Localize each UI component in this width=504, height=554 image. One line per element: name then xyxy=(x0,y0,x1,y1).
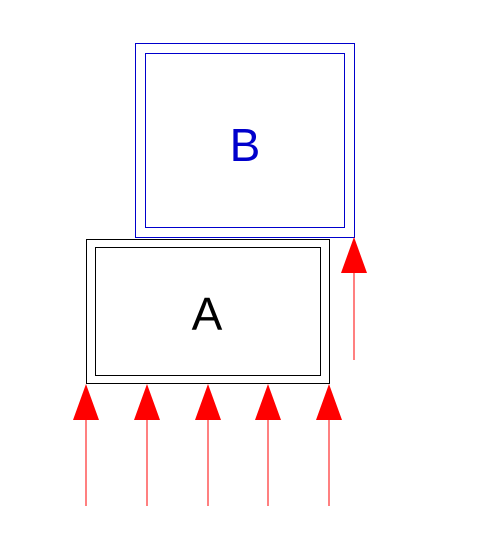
force-arrow xyxy=(255,384,281,506)
box-a-outer-border xyxy=(86,239,330,384)
force-arrows-under-a xyxy=(73,384,342,506)
box-b-outer-border xyxy=(135,43,355,238)
force-arrow xyxy=(316,384,342,506)
box-b: B xyxy=(135,43,355,238)
force-arrow xyxy=(195,384,221,506)
force-arrow-under-b xyxy=(341,237,367,360)
box-b-label: B xyxy=(230,119,261,171)
force-arrow xyxy=(134,384,160,506)
box-a-label: A xyxy=(192,288,223,340)
box-a: A xyxy=(86,239,330,384)
box-a-inner-border xyxy=(95,247,321,376)
box-b-inner-border xyxy=(145,53,345,228)
force-arrow xyxy=(73,384,99,506)
